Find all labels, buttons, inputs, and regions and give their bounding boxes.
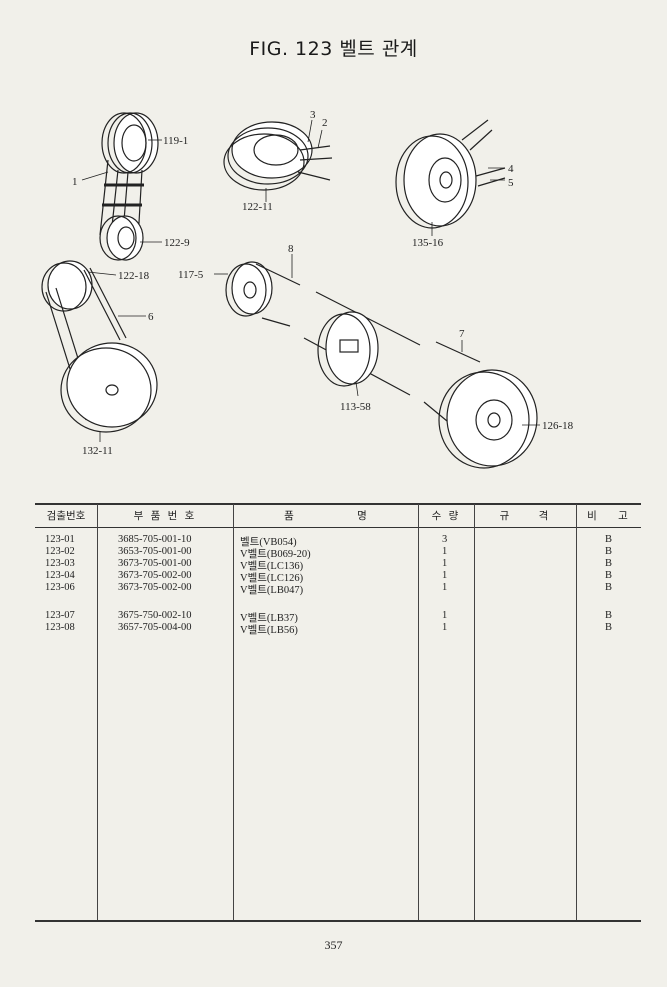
header-part-number: 부 품 번 호 [133,510,197,522]
col-divider-1 [97,504,98,920]
page-number: 357 [324,938,343,952]
cell-name: V벨트(LB047) [240,585,304,596]
cell-name: V벨트(LC126) [240,573,304,584]
pulley-119-1 [99,112,159,246]
label-7: 7 [459,328,465,340]
pulley-117-5 [225,261,273,317]
cell-qty: 1 [442,546,448,557]
label-122-18: 122-18 [118,270,150,282]
cell-no: 123-03 [45,558,75,569]
col-divider-5 [576,504,577,920]
cell-part: 3673-705-002-00 [118,570,192,581]
cell-no: 123-04 [45,570,75,581]
col-divider-4 [474,504,475,920]
header-check-number: 검출번호 [46,510,86,522]
pulley-132-11 [60,342,158,433]
cell-part: 3685-705-001-10 [118,534,192,545]
label-119-1: 119-1 [163,135,188,147]
label-117-5: 117-5 [178,269,204,281]
cell-note: B [605,546,613,557]
cell-qty: 1 [442,558,448,569]
cell-part: 3673-705-002-00 [118,582,192,593]
cell-name: 벨트(VB054) [240,537,297,548]
label-4: 4 [508,163,514,175]
belt-assembly-diagram: 119-1 1 3 2 122-11 4 5 135-16 122-9 122-… [41,109,574,469]
label-122-11: 122-11 [242,201,273,213]
cell-part: 3653-705-001-00 [118,546,192,557]
cell-note: B [605,582,613,593]
pulley-122-11 [223,121,333,191]
page-title: FIG. 123 벨트 관계 [249,38,418,60]
pulley-126-18 [438,369,538,469]
belt-8 [255,263,421,396]
cell-part: 3673-705-001-00 [118,558,192,569]
belt-6 [45,267,127,421]
cell-note: B [605,534,613,545]
col-divider-2 [233,504,234,920]
label-6: 6 [148,311,154,323]
pulley-122-9 [99,215,144,261]
cell-note: B [605,570,613,581]
label-3: 3 [310,109,316,121]
cell-no: 123-08 [45,622,75,633]
label-113-58: 113-58 [340,401,371,413]
label-2: 2 [322,117,328,129]
label-122-9: 122-9 [164,237,190,249]
pulley-135-16 [395,119,506,229]
label-1: 1 [72,176,78,188]
cell-note: B [605,558,613,569]
cell-no: 123-06 [45,582,75,593]
cell-no: 123-07 [45,610,75,621]
header-part-name-text: 품 명 [284,510,367,522]
cell-no: 123-02 [45,546,75,557]
header-quantity: 수 량 [431,510,461,522]
cell-name: V벨트(LC136) [240,561,304,572]
header-spec: 규 격 [474,505,576,527]
header-remarks-text: 비 고 [587,510,630,522]
cell-qty: 3 [442,534,448,545]
label-132-11: 132-11 [82,445,113,457]
col-divider-3 [418,504,419,920]
cell-note: B [605,622,613,633]
table-top-rule [35,503,641,505]
cell-no: 123-01 [45,534,75,545]
label-126-18: 126-18 [542,420,574,432]
header-part-name: 품 명 [233,505,418,527]
cell-qty: 1 [442,582,448,593]
table-bottom-rule [35,920,641,922]
cell-name: V벨트(LB56) [240,625,298,636]
cell-note: B [605,610,613,621]
cell-name: V벨트(LB37) [240,613,298,624]
label-135-16: 135-16 [412,237,444,249]
pulley-113-58 [317,311,379,387]
cell-qty: 1 [442,610,448,621]
header-remarks: 비 고 [576,505,641,527]
label-5: 5 [508,177,514,189]
table-header-rule [35,527,641,528]
cell-name: V벨트(B069-20) [240,549,311,560]
cell-part: 3657-705-004-00 [118,622,192,633]
cell-qty: 1 [442,622,448,633]
cell-part: 3675-750-002-10 [118,610,192,621]
cell-qty: 1 [442,570,448,581]
label-8: 8 [288,243,294,255]
header-spec-text: 규 격 [499,510,551,522]
